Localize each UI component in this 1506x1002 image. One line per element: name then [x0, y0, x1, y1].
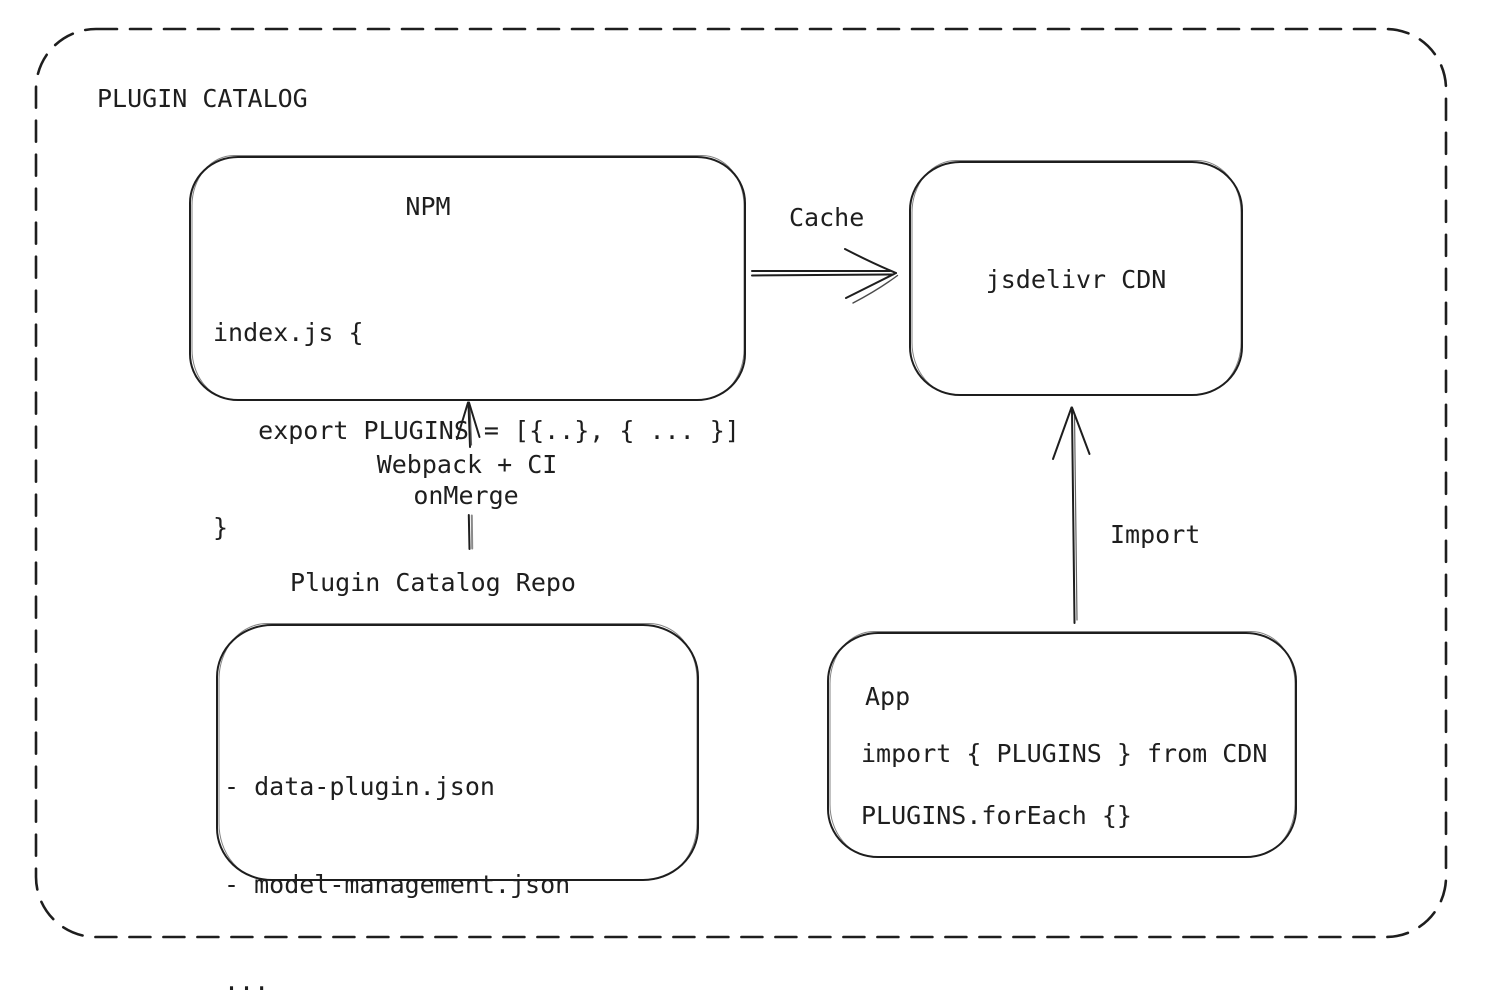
app-code-line: PLUGINS.forEach {}	[861, 801, 1132, 830]
npm-code-block: index.js { export PLUGINS = [{..}, { ...…	[213, 252, 740, 610]
import-arrow	[1052, 406, 1091, 624]
repo-box-outline-sketch	[218, 623, 698, 880]
app-box-outline-sketch	[829, 631, 1296, 857]
build-connector-line	[467, 514, 474, 550]
npm-box-title: NPM	[405, 192, 451, 221]
npm-code-line: index.js {	[213, 318, 364, 347]
repo-file-item: - data-plugin.json	[224, 772, 495, 801]
cdn-box-outline-sketch	[911, 160, 1242, 395]
build-arrow	[456, 401, 481, 448]
catalog-boundary	[34, 27, 1448, 939]
npm-code-line: }	[213, 513, 229, 542]
npm-code-line: export PLUGINS = [{..}, { ... }]	[213, 415, 740, 445]
cache-arrow-label: Cache	[789, 203, 865, 232]
npm-box-outline-sketch	[191, 155, 745, 400]
catalog-title: PLUGIN CATALOG	[97, 84, 308, 113]
build-arrow-label-bottom: onMerge	[413, 481, 519, 510]
import-arrow-label: Import	[1110, 520, 1201, 549]
app-box-title: App	[865, 682, 911, 711]
repo-file-item: ...	[224, 967, 270, 996]
build-arrow-label-top: Webpack + CI	[376, 450, 558, 479]
cache-arrow	[751, 248, 899, 304]
repo-file-list: - data-plugin.json - model-management.js…	[224, 706, 570, 1002]
app-code-line: import { PLUGINS } from CDN	[861, 739, 1268, 768]
cdn-box-label: jsdelivr CDN	[985, 265, 1167, 294]
repo-box-label: Plugin Catalog Repo	[290, 568, 576, 597]
repo-file-item: - model-management.json	[224, 869, 571, 899]
